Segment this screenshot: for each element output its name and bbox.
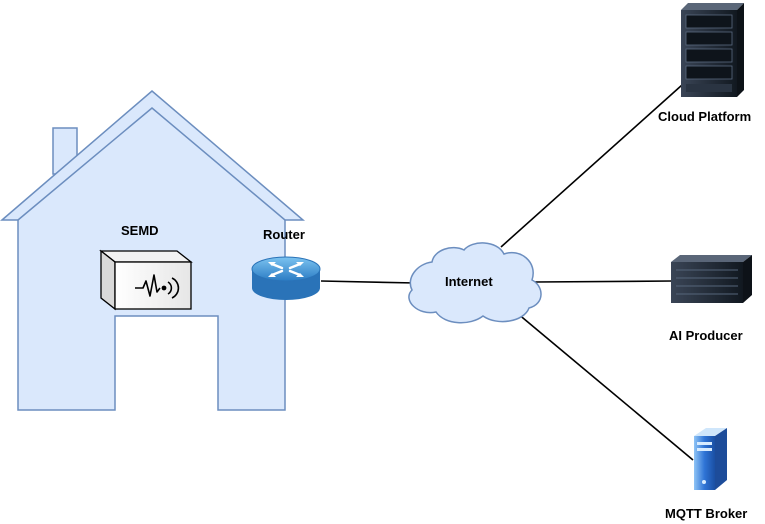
rack-server-icon	[671, 255, 752, 303]
connection-lines	[191, 84, 694, 461]
cloud-icon	[408, 242, 542, 324]
house-roof-inner-line	[17, 107, 286, 221]
router-icon	[251, 256, 321, 300]
semd-device-icon	[99, 249, 193, 311]
waveform-icon	[135, 274, 161, 297]
router-label: Router	[263, 227, 305, 242]
ai-producer-label: AI Producer	[669, 328, 743, 343]
mqtt-broker-label: MQTT Broker	[665, 506, 748, 521]
cloud-platform-label: Cloud Platform	[658, 109, 752, 124]
semd-label: SEMD	[121, 223, 159, 238]
link-internet-cloud-platform	[500, 84, 683, 248]
link-internet-ai-producer	[534, 280, 673, 283]
link-internet-mqtt-broker	[516, 312, 694, 461]
internet-label: Internet	[445, 274, 493, 289]
link-router-internet	[320, 280, 417, 284]
tower-server-icon	[694, 428, 727, 490]
server-rack-icon	[681, 3, 744, 97]
